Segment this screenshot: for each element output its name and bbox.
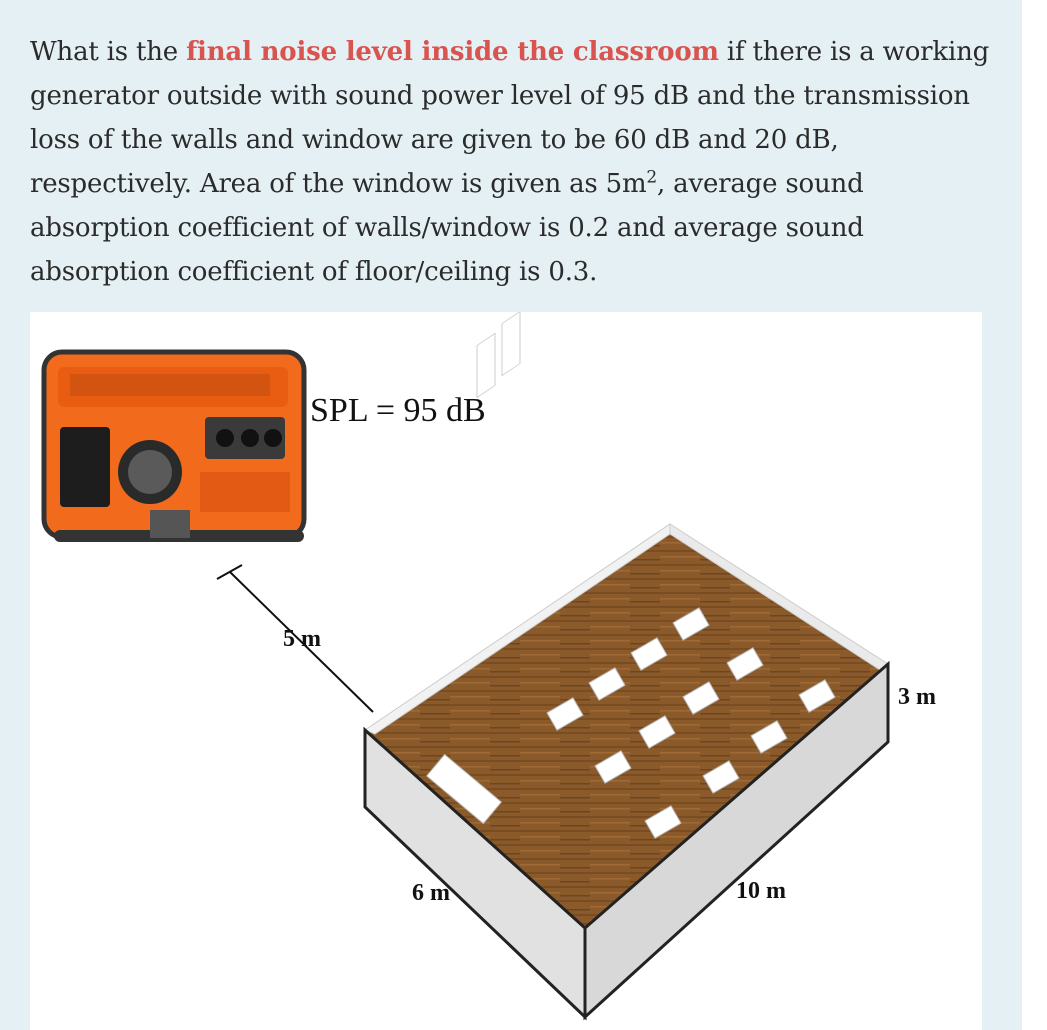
classroom-image: [363, 312, 890, 1021]
length-label: 10 m: [736, 878, 786, 904]
question-sup: 2: [646, 167, 658, 188]
question-part2: , average sound absorption coefficient o…: [30, 169, 864, 287]
distance-line: [229, 571, 374, 713]
problem-figure: SPL = 95 dB 5 m 3 m 6 m 10 m: [30, 312, 982, 1030]
height-label: 3 m: [898, 684, 936, 710]
spl-label: SPL = 95 dB: [310, 392, 486, 429]
question-part1: if there is a working generator outside …: [30, 37, 990, 199]
question-text: What is the final noise level inside the…: [30, 30, 990, 294]
width-label: 6 m: [412, 880, 450, 906]
distance-label: 5 m: [283, 626, 321, 652]
generator-image: [41, 349, 307, 542]
question-card: What is the final noise level inside the…: [0, 0, 1022, 1030]
question-highlight: final noise level inside the classroom: [186, 37, 719, 67]
figure-drawing: [41, 312, 890, 1021]
question-pre: What is the: [30, 37, 187, 67]
distance-tick: [216, 564, 243, 580]
